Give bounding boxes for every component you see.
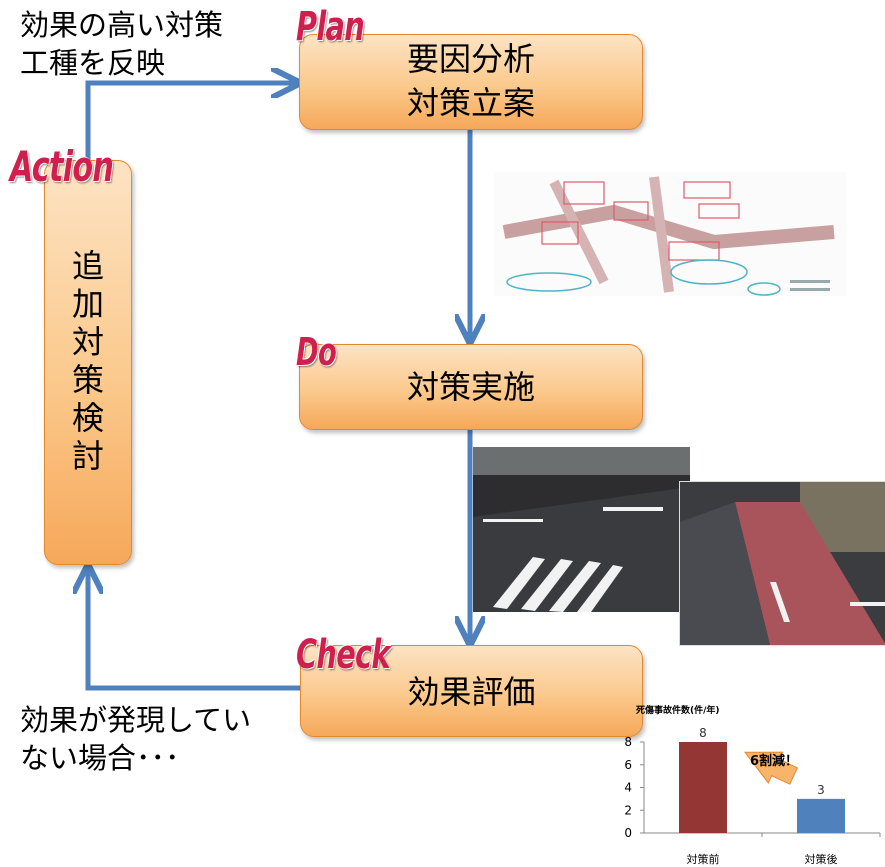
top-note: 効果の高い対策 工種を反映 xyxy=(20,6,223,82)
do-box: 対策実施 xyxy=(299,344,643,430)
chart-y-tick-label: 8 xyxy=(624,735,632,749)
road-photo-1 xyxy=(473,447,690,612)
chart-y-tick-label: 0 xyxy=(624,826,632,840)
do-tag: Do xyxy=(296,330,337,374)
road-photo-1-illustration xyxy=(473,447,690,612)
action-box: 追加対策検討 xyxy=(44,160,132,565)
bottom-note-line1: 効果が発現してい xyxy=(20,703,252,737)
top-note-line2: 工種を反映 xyxy=(20,46,166,80)
chart-data-label: 8 xyxy=(699,726,707,740)
chart-decrease-arrow xyxy=(744,751,799,785)
check-line1: 効果評価 xyxy=(407,673,536,711)
accident-chart: 死傷事故件数(件/年) 0 2 4 6 8 8 対策前 3 対策後 6割減！ xyxy=(624,704,881,866)
check-box: 効果評価 xyxy=(300,645,643,737)
action-text: 追加対策検討 xyxy=(71,247,104,475)
map-illustration xyxy=(502,176,835,296)
chart-y-tick-label: 2 xyxy=(624,803,632,817)
chart-y-tick-label: 6 xyxy=(624,758,632,772)
arrow-action-to-plan xyxy=(85,83,295,160)
plan-line1: 要因分析 xyxy=(406,40,535,78)
chart-category-label: 対策前 xyxy=(687,852,720,866)
chart-title: 死傷事故件数(件/年) xyxy=(635,704,720,716)
chart-category-label: 対策後 xyxy=(805,852,838,866)
bottom-note: 効果が発現してい ない場合･･･ xyxy=(20,701,251,777)
chart-data-label: 3 xyxy=(817,783,825,797)
check-tag: Check xyxy=(296,632,391,678)
chart-bar xyxy=(679,742,727,833)
bottom-note-line2: ない場合･･･ xyxy=(20,741,180,775)
chart-bar xyxy=(797,798,845,833)
arrow-check-to-action xyxy=(88,570,300,691)
plan-box: 要因分析 対策立案 xyxy=(299,34,643,130)
chart-y-tick-label: 4 xyxy=(624,781,632,795)
top-note-line1: 効果の高い対策 xyxy=(20,8,224,42)
plan-line2: 対策立案 xyxy=(406,84,535,122)
action-tag: Action xyxy=(10,142,114,191)
analysis-map-image xyxy=(494,172,846,296)
road-photo-2-illustration xyxy=(680,482,885,645)
do-line1: 対策実施 xyxy=(406,368,535,406)
chart-annotation: 6割減！ xyxy=(750,753,798,769)
road-photo-2 xyxy=(679,481,885,646)
plan-tag: Plan xyxy=(296,4,365,50)
